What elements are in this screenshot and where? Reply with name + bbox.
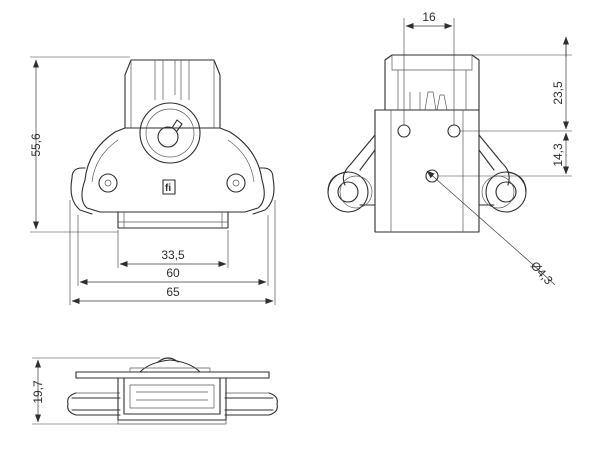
bottom-view — [67, 357, 278, 425]
side-view-dimensions: 16 23,5 14,3 Ø4,3 — [403, 10, 572, 288]
dim-width-mid: 60 — [166, 266, 180, 280]
dim-width-overall: 65 — [166, 285, 180, 299]
dim-hole-diameter: Ø4,3 — [528, 259, 556, 288]
dim-height-bottom-view: 19,7 — [31, 380, 45, 404]
dim-height-upper-side: 23,5 — [551, 81, 565, 105]
side-view — [327, 54, 527, 233]
dim-height-lower-side: 14,3 — [551, 143, 565, 167]
front-view-dimensions: 55,6 33,5 60 65 — [29, 56, 276, 305]
logo-mark: fi — [165, 183, 171, 194]
dim-top-width-side: 16 — [422, 10, 436, 24]
bottom-view-dimensions: 19,7 — [31, 357, 160, 425]
front-view: fi — [70, 59, 275, 229]
dim-height-front: 55,6 — [29, 133, 43, 157]
dim-width-inner: 33,5 — [161, 248, 185, 262]
